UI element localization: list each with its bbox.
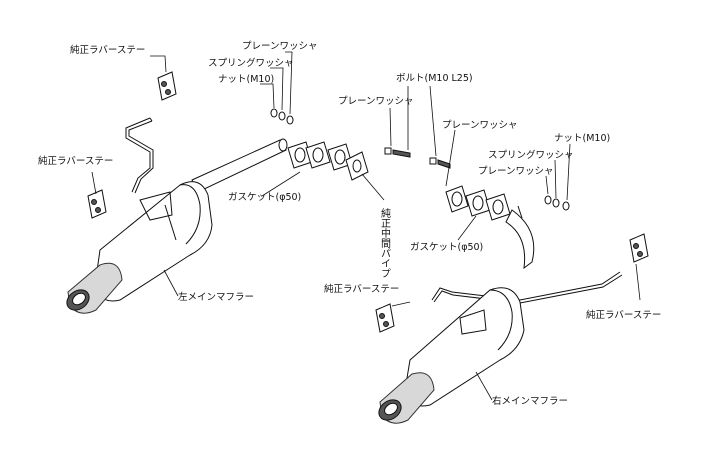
left-hanger-rod: [125, 117, 154, 194]
label-stay-top-left: 純正ラバーステー: [70, 44, 145, 56]
label-left-muffler: 左メインマフラー: [178, 291, 254, 303]
label-bolt: ボルト(M10 L25): [396, 73, 473, 84]
label-plain-washer-right2: プレーンワッシャ: [478, 166, 554, 177]
part-labels: 純正ラバーステー プレーンワッシャ スプリングワッシャ ナット(M10) ボルト…: [38, 41, 661, 407]
label-plain-washer-top: プレーンワッシャ: [242, 41, 318, 52]
label-nut-right: ナット(M10): [554, 133, 610, 144]
label-stay-mid-left: 純正ラバーステー: [38, 155, 113, 167]
label-center-pipe: 純正中間パイプ: [379, 207, 391, 278]
right-muffler-tip: [378, 372, 435, 424]
label-gasket-right: ガスケット(φ50): [410, 242, 483, 253]
label-plain-washer-mid: プレーンワッシャ: [338, 96, 414, 107]
right-gasket-flanges: [445, 185, 511, 221]
right-hanger-rod: [431, 271, 623, 304]
rubber-stay-bottom-center: [375, 303, 395, 333]
leader-lines: [91, 51, 641, 401]
label-gasket-left: ガスケット(φ50): [228, 192, 301, 203]
label-right-muffler: 右メインマフラー: [492, 395, 568, 407]
left-intermediate-pipe: [191, 138, 288, 193]
label-nut-left: ナット(M10): [218, 74, 274, 85]
center-bolt-left: [384, 147, 411, 158]
center-bolt-right: [429, 157, 451, 169]
right-fastener-stack: [544, 195, 570, 211]
label-plain-washer-right: プレーンワッシャ: [442, 120, 518, 131]
label-stay-right: 純正ラバーステー: [586, 309, 661, 321]
right-intermediate-pipe: [505, 205, 535, 270]
rubber-stay-top-left: [157, 71, 177, 101]
label-spring-washer-top: スプリングワッシャ: [208, 57, 294, 69]
left-fastener-stack: [270, 108, 294, 125]
label-spring-washer-right: スプリングワッシャ: [488, 149, 574, 161]
left-gasket-flanges: [287, 141, 369, 181]
label-stay-bottom-center: 純正ラバーステー: [324, 283, 399, 295]
rubber-stay-mid-left: [87, 189, 107, 219]
rubber-stay-right: [629, 233, 649, 263]
left-muffler-tip: [66, 262, 123, 314]
